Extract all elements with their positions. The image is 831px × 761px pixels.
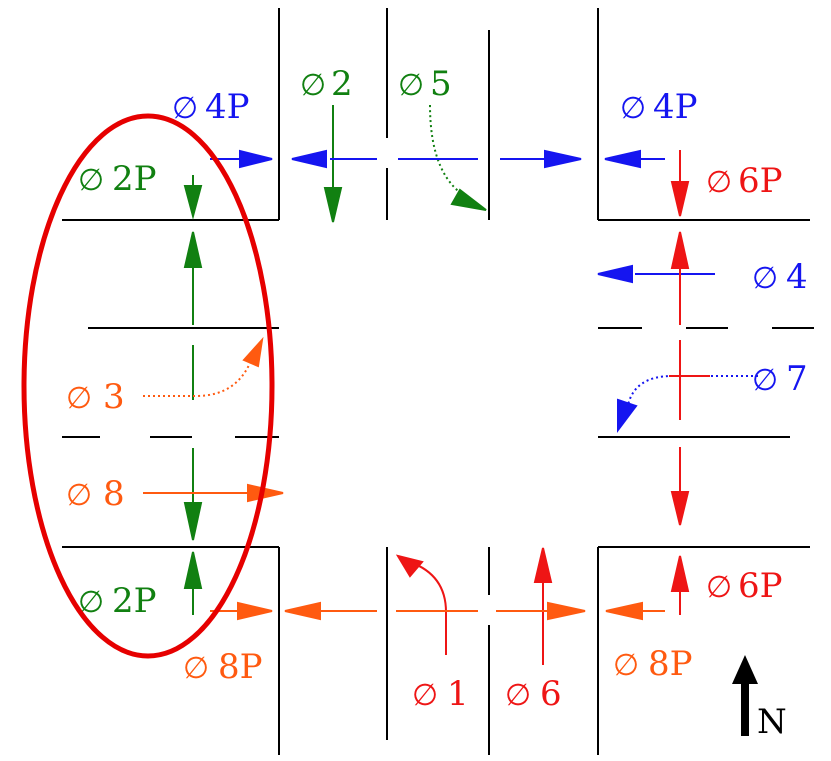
phase-number: 4P xyxy=(205,87,250,127)
north-label: N xyxy=(757,702,787,742)
label-phase-2p-nw: ∅ 2P xyxy=(78,159,157,199)
phase-number: 5 xyxy=(430,64,452,104)
phase-symbol: ∅ xyxy=(505,678,531,713)
phase-number: 6P xyxy=(738,566,783,606)
phase-number: 2 xyxy=(331,64,353,104)
phase-number: 4P xyxy=(653,87,698,127)
phase-symbol: ∅ xyxy=(620,91,646,126)
label-phase-4p-ne: ∅ 4P xyxy=(620,87,698,127)
north-arrow-shaft xyxy=(741,680,749,736)
label-phase-2p-sw: ∅ 2P xyxy=(78,581,157,621)
highlight-ellipse xyxy=(21,113,275,659)
phase-symbol: ∅ xyxy=(752,363,778,398)
phase-number: 8 xyxy=(103,474,125,514)
phase-symbol: ∅ xyxy=(613,648,639,683)
label-phase-4p-nw: ∅ 4P xyxy=(172,87,250,127)
phase-number: 1 xyxy=(447,674,469,714)
phase-number: 8P xyxy=(648,644,693,684)
label-phase-1: ∅ 1 xyxy=(412,674,469,714)
phase-symbol: ∅ xyxy=(398,68,424,103)
label-phase-8p-sw: ∅ 8P xyxy=(183,647,263,687)
phase-number: 7 xyxy=(786,359,808,399)
phase-number: 8P xyxy=(218,647,263,687)
label-phase-4: ∅ 4 xyxy=(752,257,808,297)
phase-symbol: ∅ xyxy=(66,381,92,416)
phase-symbol: ∅ xyxy=(706,165,732,200)
phase-1-6-movements xyxy=(395,150,710,665)
label-phase-7: ∅ 7 xyxy=(752,359,808,399)
phase-number: 2P xyxy=(112,581,157,621)
north-arrow-head-icon xyxy=(732,655,758,684)
phase-number: 6 xyxy=(540,674,562,714)
curb-lines xyxy=(62,8,814,755)
label-phase-6p-se: ∅ 6P xyxy=(706,566,783,606)
phase-symbol: ∅ xyxy=(752,261,778,296)
phase-symbol: ∅ xyxy=(412,678,438,713)
phase-3-8-movements xyxy=(143,336,665,621)
phase-symbol: ∅ xyxy=(300,68,326,103)
label-phase-8p-se: ∅ 8P xyxy=(613,644,693,684)
phase-symbol: ∅ xyxy=(183,651,209,686)
label-phase-3: ∅ 3 xyxy=(66,377,125,417)
phase-number: 6P xyxy=(738,161,783,201)
north-arrow: N xyxy=(732,655,787,742)
phase-symbol: ∅ xyxy=(172,91,198,126)
label-phase-6p-ne: ∅ 6P xyxy=(706,161,783,201)
phase-2-movements xyxy=(183,104,487,615)
label-phase-8: ∅ 8 xyxy=(66,474,125,514)
phase-number: 4 xyxy=(786,257,808,297)
label-phase-5: ∅ 5 xyxy=(398,64,452,104)
label-phase-6: ∅ 6 xyxy=(505,674,562,714)
phase-symbol: ∅ xyxy=(66,478,92,513)
phase-labels: ∅ 2 ∅ 5 ∅ 4P ∅ 4P ∅ 2P ∅ 6P ∅ 4 ∅ 7 xyxy=(66,64,808,714)
phase-number: 3 xyxy=(103,377,125,417)
label-phase-2: ∅ 2 xyxy=(300,64,353,104)
phase-number: 2P xyxy=(112,159,157,199)
phase-symbol: ∅ xyxy=(706,570,732,605)
phase-symbol: ∅ xyxy=(78,163,104,198)
